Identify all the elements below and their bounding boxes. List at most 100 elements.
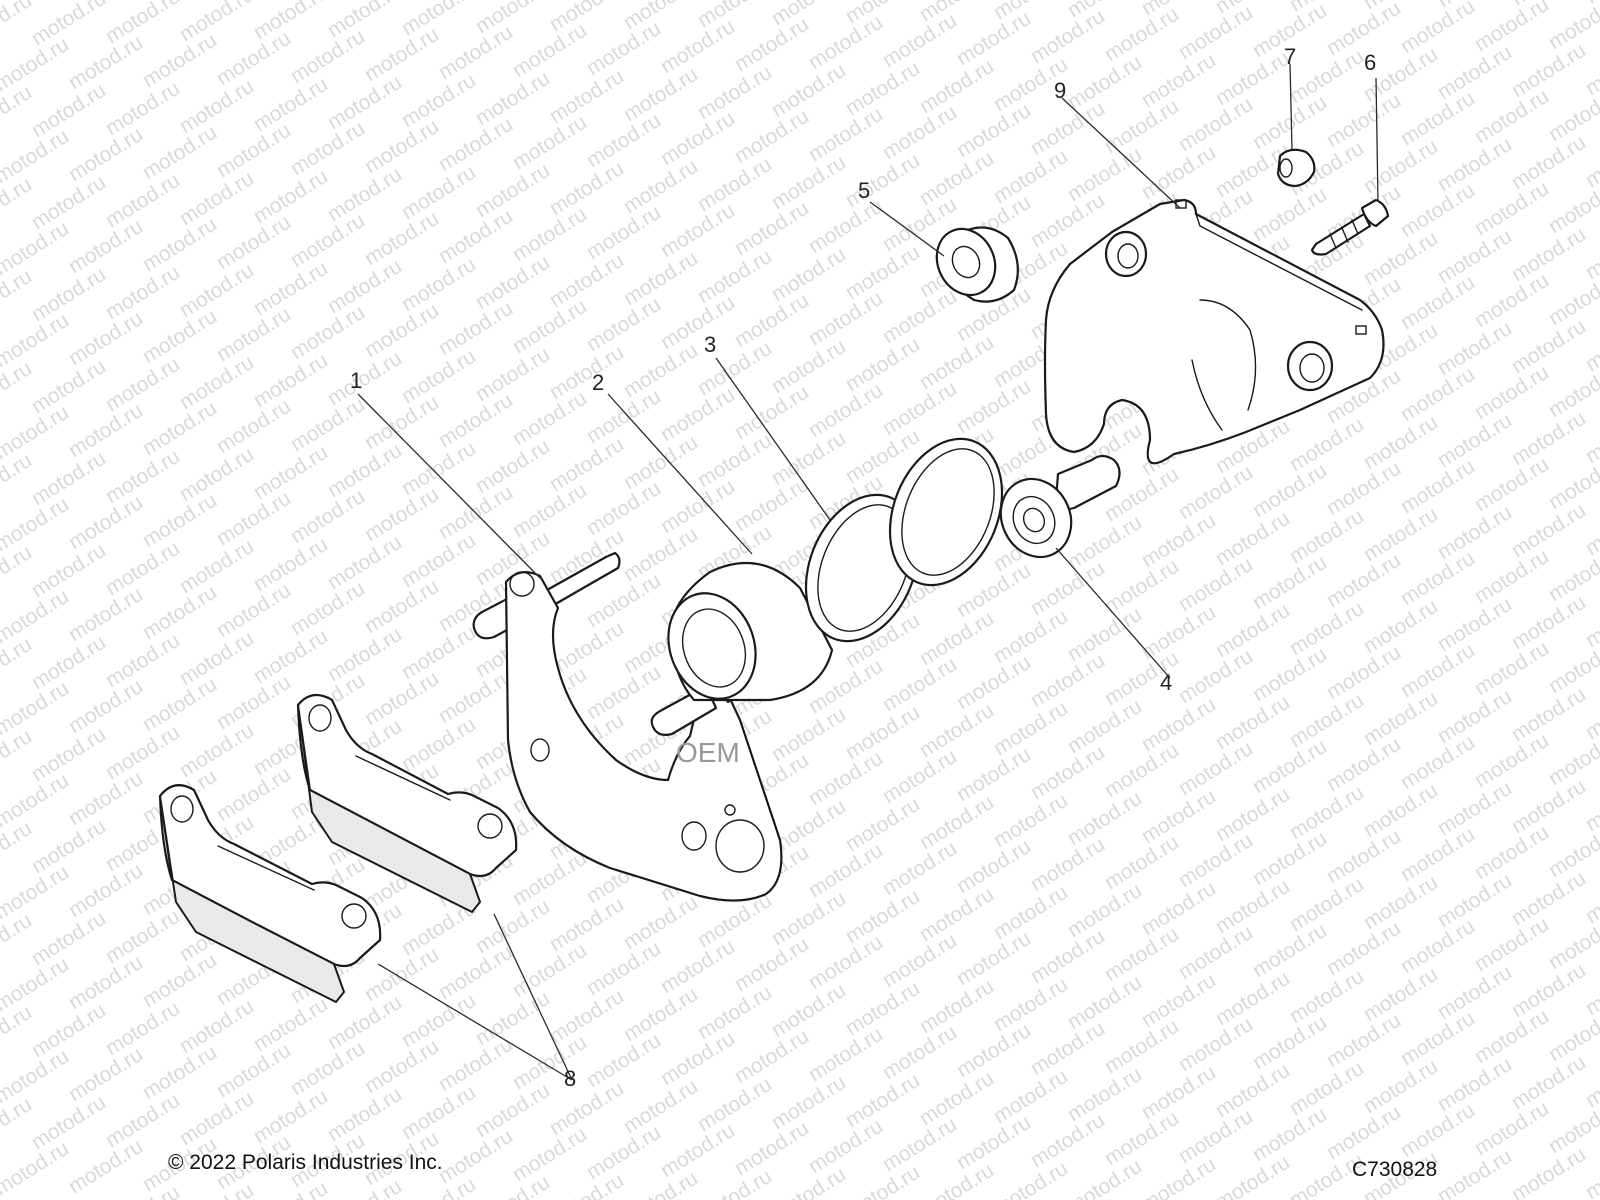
watermark-text: motod.ru	[1507, 131, 1589, 194]
watermark-text: motod.ru	[360, 391, 442, 454]
watermark-text: motod.ru	[1581, 313, 1600, 376]
watermark-text: motod.ru	[1211, 507, 1293, 570]
bleeder-cap[interactable]	[1276, 148, 1316, 188]
caliper-housing[interactable]	[1043, 198, 1385, 465]
watermark-text: motod.ru	[1359, 779, 1441, 842]
watermark-text: motod.ru	[952, 7, 1034, 70]
watermark-text: motod.ru	[1322, 1101, 1404, 1164]
watermark-text: motod.ru	[619, 63, 701, 126]
watermark-text: motod.ru	[1285, 413, 1367, 476]
watermark-text: motod.ru	[360, 23, 442, 86]
watermark-text: motod.ru	[1063, 695, 1145, 758]
dust-boot-ring[interactable]	[869, 422, 1022, 602]
watermark-text: motod.ru	[101, 353, 183, 416]
bleeder-screw[interactable]	[1310, 198, 1390, 256]
watermark-text: motod.ru	[175, 719, 257, 782]
watermark-text: motod.ru	[767, 243, 849, 306]
watermark-text: motod.ru	[915, 607, 997, 670]
watermark-text: motod.ru	[878, 929, 960, 992]
watermark-text: motod.ru	[878, 377, 960, 440]
callout-9: 9	[1054, 78, 1066, 103]
watermark-text: motod.ru	[1248, 643, 1330, 706]
watermark-text: motod.ru	[1026, 5, 1108, 68]
watermark-text: motod.ru	[101, 721, 183, 784]
watermark-text: motod.ru	[545, 985, 627, 1048]
watermark-text: motod.ru	[804, 379, 886, 442]
watermark-text: motod.ru	[1174, 921, 1256, 984]
brake-pad-rear[interactable]	[296, 693, 518, 913]
watermark-text: motod.ru	[1433, 685, 1515, 748]
watermark-text: motod.ru	[323, 531, 405, 594]
watermark-text: motod.ru	[27, 263, 109, 326]
watermark-text: motod.ru	[397, 161, 479, 224]
watermark-text: motod.ru	[397, 69, 479, 132]
watermark-text: motod.ru	[1470, 0, 1552, 56]
watermark-text: motod.ru	[1433, 501, 1515, 564]
watermark-text: motod.ru	[1100, 831, 1182, 894]
watermark-text: motod.ru	[1137, 785, 1219, 848]
watermark-text: motod.ru	[804, 1023, 886, 1086]
watermark-text: motod.ru	[508, 19, 590, 82]
watermark-text: motod.ru	[1433, 777, 1515, 840]
watermark-text: motod.ru	[582, 937, 664, 1000]
watermark-text: motod.ru	[1211, 691, 1293, 754]
watermark-text: motod.ru	[1470, 269, 1552, 332]
watermark-text: motod.ru	[397, 989, 479, 1052]
watermark-text: motod.ru	[841, 885, 923, 948]
watermark-text: motod.ru	[767, 335, 849, 398]
watermark-text: motod.ru	[286, 209, 368, 272]
watermark-text: motod.ru	[545, 249, 627, 312]
callout-1: 1	[350, 368, 362, 393]
watermark-text: motod.ru	[434, 1033, 516, 1096]
watermark-text: motod.ru	[767, 1071, 849, 1134]
watermark-text: motod.ru	[175, 75, 257, 138]
watermark-text: motod.ru	[1581, 773, 1600, 836]
watermark-text: motod.ru	[619, 983, 701, 1046]
watermark-text: motod.ru	[175, 167, 257, 230]
watermark-text: motod.ru	[1174, 1, 1256, 64]
watermark-text: motod.ru	[878, 1113, 960, 1176]
callout-5: 5	[858, 178, 870, 203]
watermark-text: motod.ru	[101, 997, 183, 1060]
watermark-text: motod.ru	[989, 605, 1071, 668]
watermark-text: motod.ru	[101, 169, 183, 232]
watermark-text: motod.ru	[1322, 549, 1404, 612]
watermark-text: motod.ru	[656, 15, 738, 78]
watermark-text: motod.ru	[27, 171, 109, 234]
watermark-text: motod.ru	[360, 667, 442, 730]
watermark-text: motod.ru	[1470, 85, 1552, 148]
watermark-text: motod.ru	[1581, 405, 1600, 468]
caliper-piston[interactable]	[654, 561, 834, 711]
watermark-text: motod.ru	[1507, 407, 1589, 470]
watermark-text: motod.ru	[249, 993, 331, 1056]
watermark-text: motod.ru	[545, 893, 627, 956]
watermark-text: motod.ru	[1322, 641, 1404, 704]
watermark-text: motod.ru	[915, 55, 997, 118]
watermark-text: motod.ru	[323, 439, 405, 502]
watermark-text: motod.ru	[212, 671, 294, 734]
watermark-text: motod.ru	[1100, 555, 1182, 618]
watermark-text: motod.ru	[1248, 919, 1330, 982]
watermark-text: motod.ru	[249, 533, 331, 596]
watermark-text: motod.ru	[27, 0, 109, 50]
watermark-text: motod.ru	[1581, 589, 1600, 652]
watermark-text: motod.ru	[27, 447, 109, 510]
watermark-text: motod.ru	[471, 159, 553, 222]
watermark-text: motod.ru	[1322, 89, 1404, 152]
oem-stamp: OEM	[676, 737, 740, 768]
brake-pad-front[interactable]	[158, 784, 382, 1003]
watermark-text: motod.ru	[64, 1135, 146, 1198]
watermark-text: motod.ru	[27, 79, 109, 142]
watermark-text: motod.ru	[730, 105, 812, 168]
watermark-text: motod.ru	[434, 941, 516, 1004]
watermark-text: motod.ru	[471, 987, 553, 1050]
slide-pin-with-boot[interactable]	[988, 454, 1121, 569]
watermark-text: motod.ru	[878, 9, 960, 72]
watermark-text: motod.ru	[397, 0, 479, 40]
watermark-text: motod.ru	[27, 723, 109, 786]
pin-boot[interactable]	[926, 219, 1019, 304]
watermark-text: motod.ru	[841, 793, 923, 856]
watermark-text: motod.ru	[212, 303, 294, 366]
watermark-text: motod.ru	[1026, 1109, 1108, 1172]
watermark-text: motod.ru	[952, 835, 1034, 898]
